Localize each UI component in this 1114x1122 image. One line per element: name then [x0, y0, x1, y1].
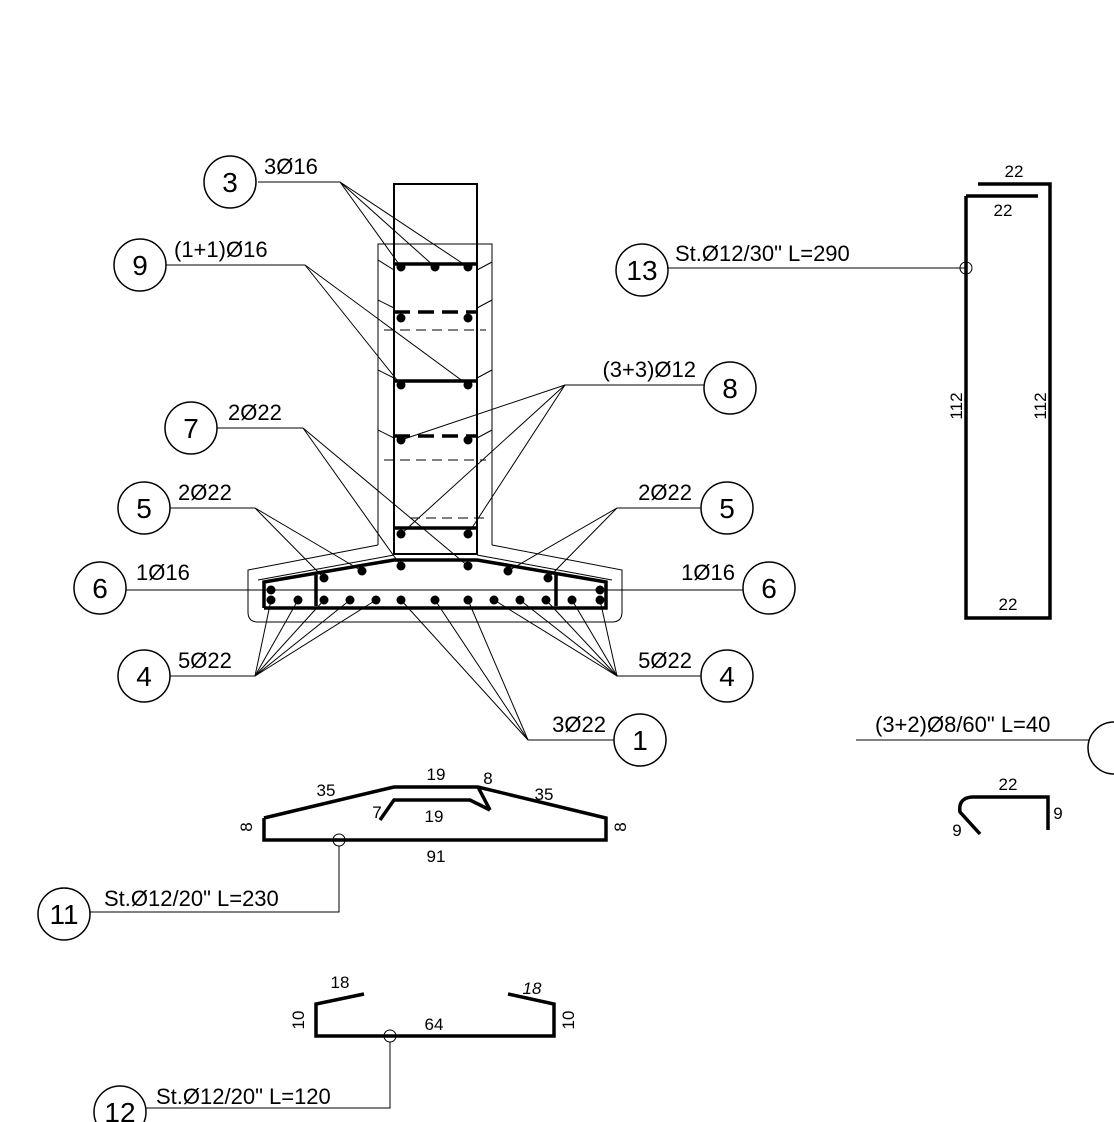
dim-text: 22: [1005, 162, 1024, 181]
mark-number: 12: [104, 1097, 135, 1122]
mark-1: 1 3Ø22: [528, 712, 667, 767]
mark-bubble: [117, 649, 171, 703]
dim-text: 112: [947, 392, 966, 419]
mark-label: (1+1)Ø16: [174, 237, 268, 262]
stirrup-11: 11 St.Ø12/20" L=230 35 19 8 35 7 19 8 8 …: [37, 765, 630, 941]
mark-number: 3: [222, 167, 238, 198]
mark-bubble: [93, 1085, 147, 1122]
dim-text: 8: [237, 822, 256, 831]
mark-bubble: [164, 401, 218, 455]
mark-number: 9: [132, 250, 148, 281]
dim-text: 91: [427, 847, 446, 866]
mark-number: 5: [136, 493, 152, 524]
mark-label: St.Ø12/20" L=120: [156, 1084, 331, 1109]
mark-7: 7 2Ø22: [164, 400, 303, 455]
dim-text: 35: [317, 781, 336, 800]
mark-label: St.Ø12/30" L=290: [675, 241, 850, 266]
mark-label: 2Ø22: [638, 480, 692, 505]
mark-bubble: [613, 713, 667, 767]
mark-bubble: [700, 481, 754, 535]
mark-5-left: 5 2Ø22: [117, 480, 255, 535]
mark-number: 13: [626, 255, 657, 286]
mark-5-right: 5 2Ø22: [617, 480, 754, 535]
column-outline: [393, 183, 478, 555]
mark-4-right: 4 5Ø22: [617, 648, 754, 703]
dim-text: 19: [427, 765, 446, 784]
mark-6-left: 6 1Ø16: [73, 560, 264, 615]
footing-cover-right: [476, 554, 613, 581]
mark-bubble: [742, 561, 796, 615]
mark-3: 3 3Ø16: [203, 154, 340, 209]
dim-text: 8: [483, 769, 492, 788]
dim-text: 64: [425, 1015, 444, 1034]
mark-bubble: [700, 649, 754, 703]
mark-label: 3Ø16: [264, 154, 318, 179]
dim-text: 22: [999, 595, 1018, 614]
mark-number: 8: [722, 373, 738, 404]
dim-text: 22: [994, 201, 1013, 220]
link-bar: (3+2)Ø8/60" L=40 22 9 9: [856, 712, 1114, 840]
mark-number: 7: [183, 413, 199, 444]
mark-number: 4: [136, 661, 152, 692]
dim-text: 22: [999, 775, 1018, 794]
dim-text: 35: [535, 785, 554, 804]
stirrup-12: 12 St.Ø12/20" L=120 18 18 10 64 10: [93, 973, 578, 1122]
footing-outline: [247, 544, 623, 623]
mark-number: 1: [632, 725, 648, 756]
dim-text: 10: [289, 1011, 308, 1030]
dim-text: 9: [1053, 804, 1062, 823]
mark-bubble: [37, 887, 91, 941]
dim-text: 112: [1031, 392, 1050, 419]
mark-bubble: [73, 561, 127, 615]
dim-text: 7: [372, 803, 381, 822]
mark-number: 6: [761, 573, 777, 604]
mark-number: 4: [719, 661, 735, 692]
dim-text: 9: [952, 821, 961, 840]
mark-bubble: [703, 361, 757, 415]
dim-text: 18: [331, 973, 350, 992]
stirrup-13: 13 St.Ø12/30" L=290 22 22 112 112 22: [615, 162, 1052, 620]
mark-8: 8 (3+3)Ø12: [565, 357, 757, 415]
mark-4-left: 4 5Ø22: [117, 648, 255, 703]
section-view: 3 3Ø16 9 (1+1)Ø16 7 2Ø22 5 2Ø22 5 2Ø22: [73, 154, 796, 767]
dim-text: 19: [425, 807, 444, 826]
dim-text: 18: [523, 979, 542, 998]
mark-number: 6: [92, 573, 108, 604]
mark-bubble: [113, 238, 167, 292]
mark-label: 3Ø22: [552, 712, 606, 737]
mark-label: 5Ø22: [638, 648, 692, 673]
dim-text: 10: [559, 1011, 578, 1030]
mark-bubble: [117, 481, 171, 535]
mark-bubble: [615, 243, 669, 297]
mark-bubble: [203, 155, 257, 209]
mark-label: 1Ø16: [681, 560, 735, 585]
mark-number: 11: [49, 899, 78, 930]
mark-label: (3+2)Ø8/60" L=40: [875, 712, 1050, 737]
mark-9: 9 (1+1)Ø16: [113, 237, 305, 292]
mark-label: (3+3)Ø12: [602, 357, 696, 382]
footing-stirrup: [262, 558, 608, 610]
mark-6-right: 6 1Ø16: [606, 560, 796, 615]
mark-label: 1Ø16: [136, 560, 190, 585]
mark-label: 2Ø22: [228, 400, 282, 425]
mark-number: 5: [719, 493, 735, 524]
dim-text: 8: [611, 822, 630, 831]
column-cover-outline: [377, 243, 493, 545]
mark-label: St.Ø12/20" L=230: [104, 886, 279, 911]
leader-lines: [254, 181, 618, 741]
footing-cover-left: [257, 554, 395, 581]
mark-label: 5Ø22: [178, 648, 232, 673]
mark-label: 2Ø22: [178, 480, 232, 505]
